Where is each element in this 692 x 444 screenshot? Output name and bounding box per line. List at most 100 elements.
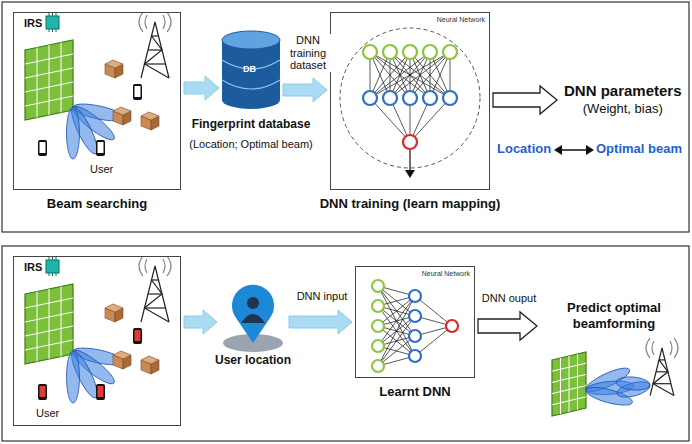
irs-grid [49,289,50,359]
radio-wave [163,259,165,273]
phone-body [133,328,142,344]
irs-grid [560,358,561,414]
box-heading: User location [215,354,291,368]
chip-body [46,260,59,273]
cylinder-bottom [222,91,280,109]
irs-grid [25,340,73,350]
phone-body [38,384,47,400]
flow-arrow [289,310,352,334]
beam-lobes [615,376,651,401]
mapping-label: Location [497,142,551,157]
radio-wave [652,341,654,355]
phone-body [38,140,47,156]
irs-surface [25,40,73,120]
irs-panel [552,352,586,416]
obstacle-box [105,60,123,78]
process-box: Neural NetworkDNN training (learn mappin… [330,12,490,190]
nn-neuron [372,340,384,352]
chip-pin [52,273,53,276]
cylinder-top [222,31,280,49]
radio-wave [646,338,650,358]
chip-pin [56,273,57,276]
irs-grid [25,54,73,64]
node-text: IRS [24,17,42,30]
tower-leg [141,266,169,322]
predicted-beam-scene [552,338,678,416]
nn-link [415,296,452,326]
chip-pin [52,257,53,260]
obstacle-box [113,351,131,369]
nn-neuron [403,91,417,105]
user-phone [96,384,105,400]
flow-arrow [283,78,327,102]
radio-wave [167,256,171,276]
radio-wave [145,15,147,29]
tower-bar [656,371,668,372]
node-text: Neural Network [437,16,485,24]
obstacle-box [113,107,131,125]
tower-cross [145,280,170,322]
beam-lobe [67,107,80,159]
radio-wave [674,338,678,358]
chip-pin [52,29,53,32]
training-network [340,28,480,178]
radio-wave [670,341,672,355]
user-phone [133,328,142,344]
box-heading: Fingerprint database [192,118,311,132]
irs-grid [61,287,62,357]
phone-screen [135,330,141,341]
chip-pin [56,13,57,16]
irs-grid [552,397,586,405]
irs-grid [552,363,586,371]
node-text: User [90,163,113,176]
mapping-arrowhead [586,145,594,155]
nn-neuron [403,45,417,59]
phone-body [96,384,105,400]
radio-wave [163,15,165,29]
nn-neuron [446,320,458,332]
tower-cross [653,360,674,396]
box-top [113,351,131,359]
chip-pin [52,13,53,16]
beam-lobe [67,351,80,403]
cylinder-ring [222,80,280,89]
radio-wave [139,256,143,276]
nn-neuron [372,320,384,332]
irs-panel [25,40,73,120]
irs-grid [25,82,73,92]
phone-screen [98,142,104,153]
node-text: Neural Network [422,270,470,278]
tower-bar [148,293,162,294]
phone-body [133,84,142,100]
node-area: Predict optimal beamforming [540,300,688,344]
nn-link [415,326,452,356]
nn-link [370,52,430,98]
nn-neuron [423,91,437,105]
box-top [105,60,123,68]
chip-pin [49,29,50,32]
tower-bar [148,49,162,50]
process-box: IRSUser [13,256,181,426]
irs-surface [25,284,73,364]
irs-grid [552,386,586,394]
irs-grid [61,43,62,113]
box-heading: Learnt DNN [379,385,451,400]
irs-grid [49,45,50,115]
hollow-arrow [478,312,537,340]
obstacle-box [141,112,159,130]
phone-screen [40,142,46,153]
database-tag: DB [243,64,256,74]
learnt-network [372,280,458,372]
phase-panel [2,2,689,232]
pin-person-head [247,297,259,309]
phase-panel [2,246,689,441]
nn-neuron [409,350,421,362]
radio-wave [139,12,143,32]
edge-label: DNN input [291,290,353,303]
process-box: IRSUserBeam searching [13,12,181,190]
base-station-tower [646,338,678,396]
edge-label: DNN training dataset [284,34,332,72]
nn-neuron [363,91,377,105]
box-top [105,304,123,312]
